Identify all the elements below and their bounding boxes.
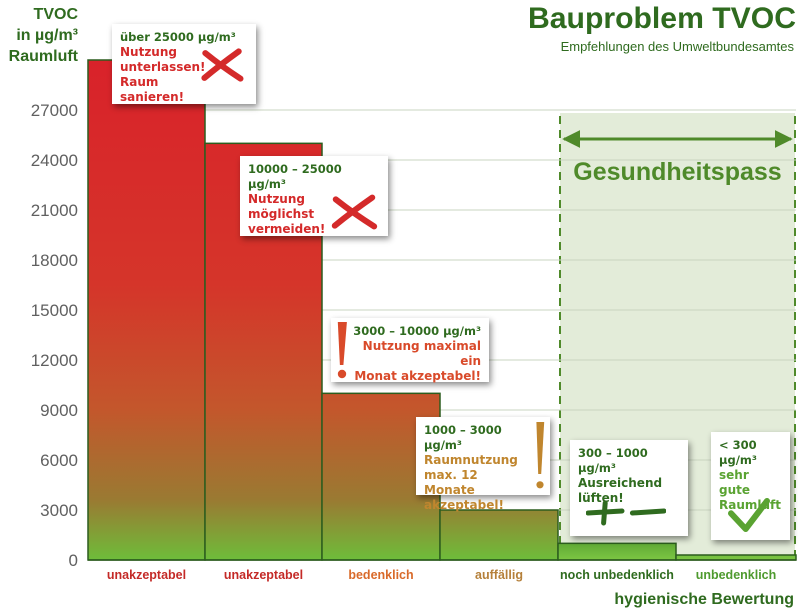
y-axis-label-line: Raumluft [9, 48, 79, 65]
cross-icon [331, 194, 378, 230]
chart-subtitle: Empfehlungen des Umweltbundesamtes [561, 39, 795, 54]
y-tick-label: 15000 [31, 301, 78, 320]
category-label: unbedenklich [696, 568, 777, 582]
bar-1 [87, 59, 206, 561]
recommendation-text: Nutzung unterlassen! Raum sanieren! [120, 45, 206, 104]
y-tick-label: 6000 [40, 451, 78, 470]
category-label: auffällig [475, 568, 523, 582]
y-tick-label: 12000 [31, 351, 78, 370]
category-label: noch unbedenklich [560, 568, 674, 582]
bar-5 [557, 542, 677, 561]
concentration-range: 1000 – 3000 µg/m³ [424, 423, 502, 452]
y-axis-label: TVOC in µg/m³ Raumluft [9, 6, 79, 65]
bar-4 [439, 509, 559, 561]
recommendation-text: Ausreichend lüften! [578, 476, 663, 505]
recommendation-text: Nutzung möglichst vermeiden! [248, 192, 326, 236]
y-tick-label: 24000 [31, 151, 78, 170]
plus-minus-icon [586, 500, 666, 526]
category-label: unakzeptabel [107, 568, 186, 582]
y-axis-label-line: TVOC [34, 6, 79, 23]
chart-title: Bauproblem TVOC [528, 2, 796, 35]
exclamation-icon [337, 322, 347, 379]
zone-label: Gesundheitspass [573, 158, 781, 186]
concentration-range: 10000 – 25000 µg/m³ [248, 162, 342, 191]
exclamation-icon [536, 422, 545, 489]
x-axis-label: hygienische Bewertung [614, 591, 794, 608]
concentration-range: 300 – 1000 µg/m³ [578, 446, 648, 475]
y-tick-label: 0 [69, 551, 78, 570]
y-tick-label: 27000 [31, 101, 78, 120]
y-tick-label: 21000 [31, 201, 78, 220]
cross-icon [201, 48, 244, 82]
category-label: unakzeptabel [224, 568, 303, 582]
y-tick-label: 3000 [40, 501, 78, 520]
y-tick-label: 18000 [31, 251, 78, 270]
y-tick-label: 9000 [40, 401, 78, 420]
recommendation-text: Nutzung maximal ein Monat akzeptabel! [354, 339, 481, 383]
check-icon [728, 498, 770, 532]
category-label: bedenklich [348, 568, 413, 582]
concentration-range: 3000 – 10000 µg/m³ [353, 324, 481, 338]
y-axis-label-line: in µg/m³ [16, 27, 78, 44]
concentration-range: über 25000 µg/m³ [120, 30, 236, 44]
recommendation-text: sehr gute Raumluft [719, 468, 781, 512]
concentration-range: < 300 µg/m³ [719, 438, 757, 467]
recommendation-text: Raumnutzung max. 12 Monate akzeptabel! [424, 453, 518, 512]
